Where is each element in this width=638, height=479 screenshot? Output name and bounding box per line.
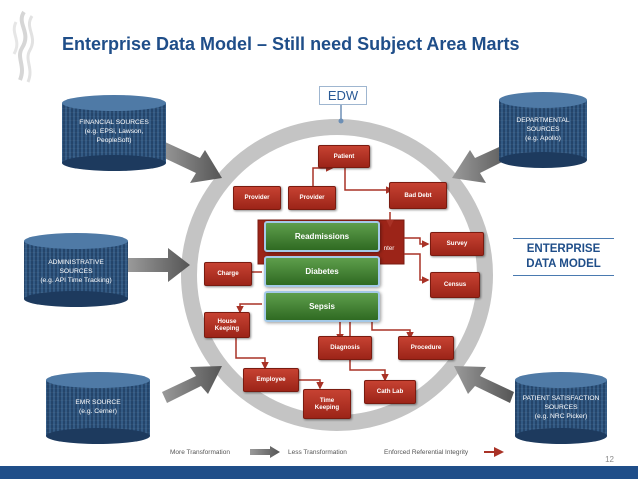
node-employee: Employee <box>243 368 299 392</box>
time-keeping-line-1: Time <box>319 396 335 404</box>
cylinder-emr <box>46 372 150 444</box>
financial-sources-line-2: (e.g. EPSi, Lawson, <box>84 128 144 135</box>
patient-satisfaction-line-1: PATIENT SATISFACTION <box>522 395 600 402</box>
legend-more-transformation: More Transformation <box>170 449 230 456</box>
node-bad-debt: Bad Debt <box>389 182 447 209</box>
referential-arrows <box>224 164 430 390</box>
emr-source-line-1: EMR SOURCE <box>75 399 121 406</box>
node-time-keeping: Time Keeping <box>303 389 351 419</box>
node-cath-lab: Cath Lab <box>364 380 416 404</box>
house-keeping-line-2: Keeping <box>214 325 240 332</box>
administrative-sources-line-2: SOURCES <box>59 268 93 275</box>
footer-bar <box>0 466 638 479</box>
edw-pointer-dot <box>338 118 344 124</box>
arrow-financial <box>160 142 222 183</box>
node-survey: Survey <box>430 232 484 256</box>
departmental-sources-line-2: SOURCES <box>526 126 560 133</box>
cylinder-financial <box>62 95 166 171</box>
legend-grey-arrow-icon <box>250 446 280 458</box>
node-diagnosis: Diagnosis <box>318 336 372 360</box>
slide-title: Enterprise Data Model – Still need Subje… <box>62 34 520 54</box>
edw-ring <box>181 119 493 431</box>
departmental-sources-label: DEPARTMENTAL SOURCES (e.g. Apollo) <box>501 116 585 143</box>
house-keeping-line-1: House <box>217 317 237 325</box>
enterprise-label-line-2: DATA MODEL <box>526 258 601 270</box>
cylinder-departmental <box>499 92 587 168</box>
patient-satisfaction-sources-label: PATIENT SATISFACTION SOURCES (e.g. NRC P… <box>517 394 605 421</box>
arrow-patient-satisfaction <box>454 366 514 403</box>
financial-sources-line-3: PeopleSoft) <box>96 137 132 144</box>
node-encounter-fragment: nter <box>383 245 395 253</box>
administrative-sources-line-1: ADMINISTRATIVE <box>48 259 104 266</box>
patient-satisfaction-line-3: (e.g. NRC Picker) <box>534 413 588 420</box>
enterprise-data-model-label: ENTERPRISE DATA MODEL <box>513 238 614 276</box>
mart-diabetes: Diabetes <box>264 256 380 287</box>
legend-less-transformation: Less Transformation <box>288 449 347 456</box>
enterprise-label-line-1: ENTERPRISE <box>526 243 601 255</box>
transformation-arrows <box>128 142 514 403</box>
administrative-sources-line-3: (e.g. API Time Tracking) <box>40 277 112 284</box>
node-procedure: Procedure <box>398 336 454 360</box>
node-charge: Charge <box>204 262 252 286</box>
emr-source-line-2: (e.g. Cerner) <box>79 408 117 415</box>
node-provider-2: Provider <box>288 186 336 210</box>
time-keeping-line-2: Keeping <box>314 404 340 411</box>
flame-logo-icon <box>12 10 35 83</box>
node-provider-1: Provider <box>233 186 281 210</box>
cylinder-administrative <box>24 233 128 307</box>
cylinder-patient-satisfaction <box>515 372 607 444</box>
slide-number: 12 <box>605 455 614 464</box>
administrative-sources-label: ADMINISTRATIVE SOURCES (e.g. API Time Tr… <box>26 258 126 285</box>
node-census: Census <box>430 272 480 298</box>
mart-sepsis: Sepsis <box>264 291 380 322</box>
departmental-sources-line-3: (e.g. Apollo) <box>525 135 561 142</box>
edw-label: EDW <box>319 86 367 105</box>
legend-referential-integrity: Enforced Referential Integrity <box>384 449 469 456</box>
arrow-administrative <box>128 248 190 282</box>
departmental-sources-line-1: DEPARTMENTAL <box>516 117 570 124</box>
financial-sources-label: FINANCIAL SOURCES (e.g. EPSi, Lawson, Pe… <box>66 118 162 145</box>
arrow-emr <box>162 366 222 403</box>
financial-sources-line-1: FINANCIAL SOURCES <box>79 119 149 126</box>
node-patient: Patient <box>318 145 370 168</box>
node-house-keeping: House Keeping <box>204 312 250 338</box>
emr-source-label: EMR SOURCE (e.g. Cerner) <box>48 398 148 416</box>
arrow-departmental <box>452 142 514 183</box>
patient-satisfaction-line-2: SOURCES <box>544 404 578 411</box>
mart-readmissions: Readmissions <box>264 221 380 252</box>
